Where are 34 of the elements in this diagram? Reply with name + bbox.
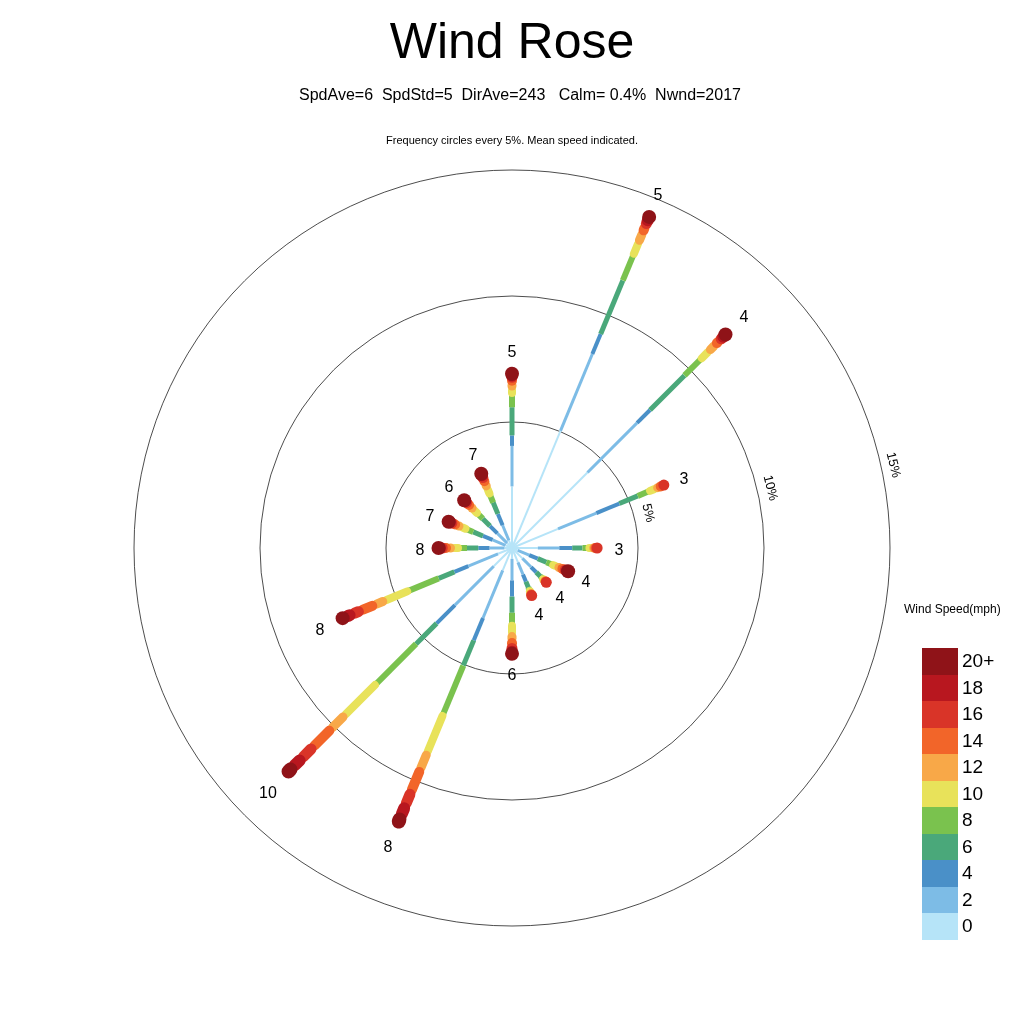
mean-speed-label: 8 (383, 837, 393, 857)
mean-speed-label: 4 (581, 572, 591, 592)
legend-label: 10 (962, 781, 984, 806)
mean-speed-label: 8 (415, 540, 425, 560)
mean-speed-label: 4 (534, 605, 544, 625)
mean-speed-label: 3 (679, 469, 689, 489)
legend-label: 16 (962, 702, 984, 726)
mean-speed-label: 3 (614, 540, 624, 560)
statistics-text: SpdAve=6 SpdStd=5 DirAve=243 Calm= 0.4% Nwnd=2017 (299, 86, 741, 105)
chart-title: Wind Rose (388, 12, 636, 70)
mean-speed-label: 5 (507, 342, 517, 362)
legend-label: 20+ (962, 649, 995, 673)
legend-label: 18 (962, 675, 984, 700)
mean-speed-label: 7 (425, 506, 435, 526)
mean-speed-label: 4 (739, 307, 749, 327)
legend-label: 6 (962, 834, 973, 859)
tick-label: 5% (638, 502, 658, 524)
legend-label: 14 (962, 728, 984, 753)
mean-speed-label: 6 (444, 477, 454, 497)
legend-label: 2 (962, 887, 973, 912)
legend-title: Wind Speed(mph) (904, 603, 1001, 617)
mean-speed-label: 8 (315, 620, 325, 640)
legend-label: 12 (962, 755, 984, 779)
mean-speed-label: 6 (507, 665, 517, 685)
mean-speed-label: 10 (259, 783, 277, 803)
mean-speed-label: 7 (468, 445, 478, 465)
note-text: Frequency circles every 5%. Mean speed indicated. (386, 134, 638, 147)
mean-speed-label: 5 (653, 185, 663, 205)
legend-label: 0 (962, 914, 973, 938)
tick-label: 15% (882, 450, 904, 480)
mean-speed-label: 4 (555, 588, 565, 608)
legend-label: 4 (962, 861, 973, 885)
tick-label: 10% (759, 473, 781, 503)
legend-label: 8 (962, 808, 973, 832)
